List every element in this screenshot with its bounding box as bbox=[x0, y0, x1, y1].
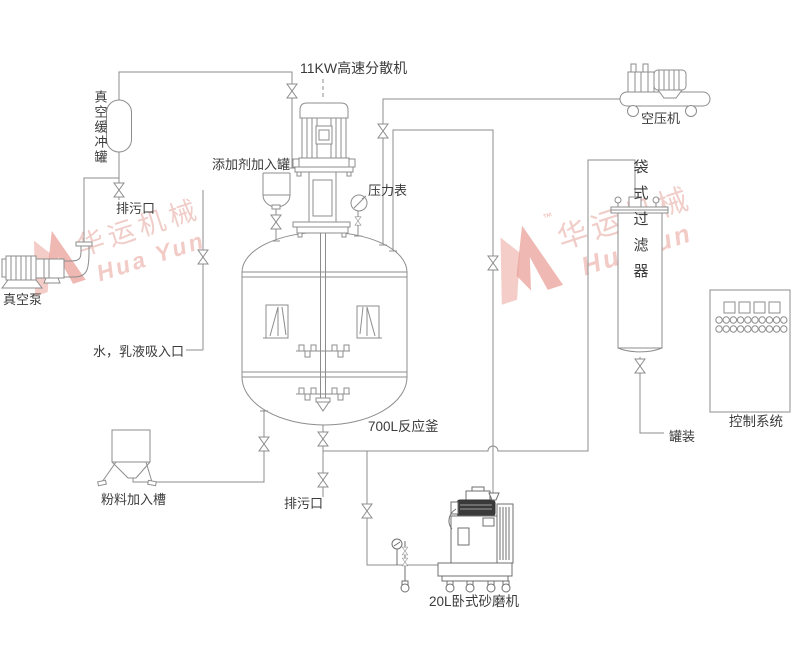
scraper-right bbox=[356, 305, 382, 339]
valve-icon bbox=[354, 216, 362, 226]
valve-icon bbox=[401, 546, 409, 556]
valve-icon bbox=[377, 123, 389, 139]
agitator-shaft bbox=[320, 233, 326, 398]
drain-left-label: 排污口 bbox=[116, 201, 155, 216]
valve-icon bbox=[258, 436, 270, 452]
valve-icon bbox=[361, 503, 373, 519]
disperser-disk-upper bbox=[296, 344, 350, 358]
valve-icon bbox=[197, 249, 209, 265]
bag-filter: 袋式过滤器 bbox=[610, 159, 669, 353]
valve-icon bbox=[286, 83, 298, 99]
disperser-label: 11KW高速分散机 bbox=[300, 60, 407, 76]
vacuum-buffer-tank-label: 真空缓冲罐 bbox=[93, 90, 108, 165]
filling-label: 罐装 bbox=[669, 429, 695, 444]
pipe-vacuum-line bbox=[118, 71, 293, 168]
piping bbox=[83, 71, 664, 566]
pipe-mill-feed bbox=[366, 451, 451, 566]
sand-mill-label: 20L卧式砂磨机 bbox=[429, 594, 520, 609]
powder-hopper-label: 粉料加入槽 bbox=[101, 492, 166, 507]
pressure-gauge bbox=[350, 194, 368, 212]
pipe-mill-return bbox=[392, 129, 494, 500]
additive-tank bbox=[262, 172, 291, 210]
grinding-chamber bbox=[456, 499, 496, 517]
valve-icon bbox=[317, 431, 329, 447]
pipe-powder-line bbox=[132, 410, 265, 483]
reactor-label: 700L反应釜 bbox=[368, 418, 439, 434]
air-compressor bbox=[619, 63, 711, 117]
vacuum-buffer-tank bbox=[106, 99, 132, 153]
casters bbox=[400, 580, 511, 593]
control-panel bbox=[709, 289, 791, 413]
vacuum-pump bbox=[1, 241, 93, 289]
valve-icon bbox=[487, 255, 499, 271]
pipe-discharge bbox=[322, 159, 636, 497]
suction-inlet-label: 水，乳液吸入口 bbox=[93, 344, 184, 359]
vacuum-pump-label: 真空泵 bbox=[3, 292, 42, 307]
disperser-disk-lower bbox=[296, 387, 350, 401]
air-compressor-label: 空压机 bbox=[641, 111, 680, 126]
valve-icon bbox=[113, 182, 125, 198]
bag-filter-label: 袋式过滤器 bbox=[632, 159, 649, 289]
reactor-vessel bbox=[241, 221, 408, 426]
drain-bottom-label: 排污口 bbox=[284, 496, 323, 511]
additive-tank-label: 添加剂加入罐 bbox=[212, 157, 290, 172]
bottom-bearing bbox=[315, 397, 331, 412]
labels: 11KW高速分散机 真空缓冲罐 排污口 真空泵 添加剂加入罐 压力表 水，乳液吸… bbox=[3, 60, 783, 609]
pipe-vacuum-pump-branch bbox=[83, 177, 119, 242]
disperser-motor bbox=[292, 102, 356, 223]
pressure-gauge-label: 压力表 bbox=[368, 183, 407, 198]
pipe-filter-outlet bbox=[639, 357, 664, 434]
valves bbox=[113, 83, 646, 519]
sand-mill bbox=[391, 486, 514, 593]
control-system-label: 控制系统 bbox=[729, 414, 783, 429]
valve-icon bbox=[317, 472, 329, 488]
powder-hopper bbox=[97, 429, 157, 487]
valve-icon bbox=[634, 358, 646, 374]
nozzle-ticks bbox=[260, 167, 397, 412]
indicator-lights bbox=[715, 316, 788, 333]
pipe-compressed-air bbox=[382, 98, 620, 244]
mill-inlet-fittings bbox=[391, 538, 409, 581]
valve-icon bbox=[270, 214, 282, 230]
trademark-mark: ™ bbox=[542, 211, 555, 225]
pipe-suction-line bbox=[186, 190, 204, 351]
valve-icon bbox=[401, 557, 409, 567]
scraper-left bbox=[263, 304, 289, 339]
